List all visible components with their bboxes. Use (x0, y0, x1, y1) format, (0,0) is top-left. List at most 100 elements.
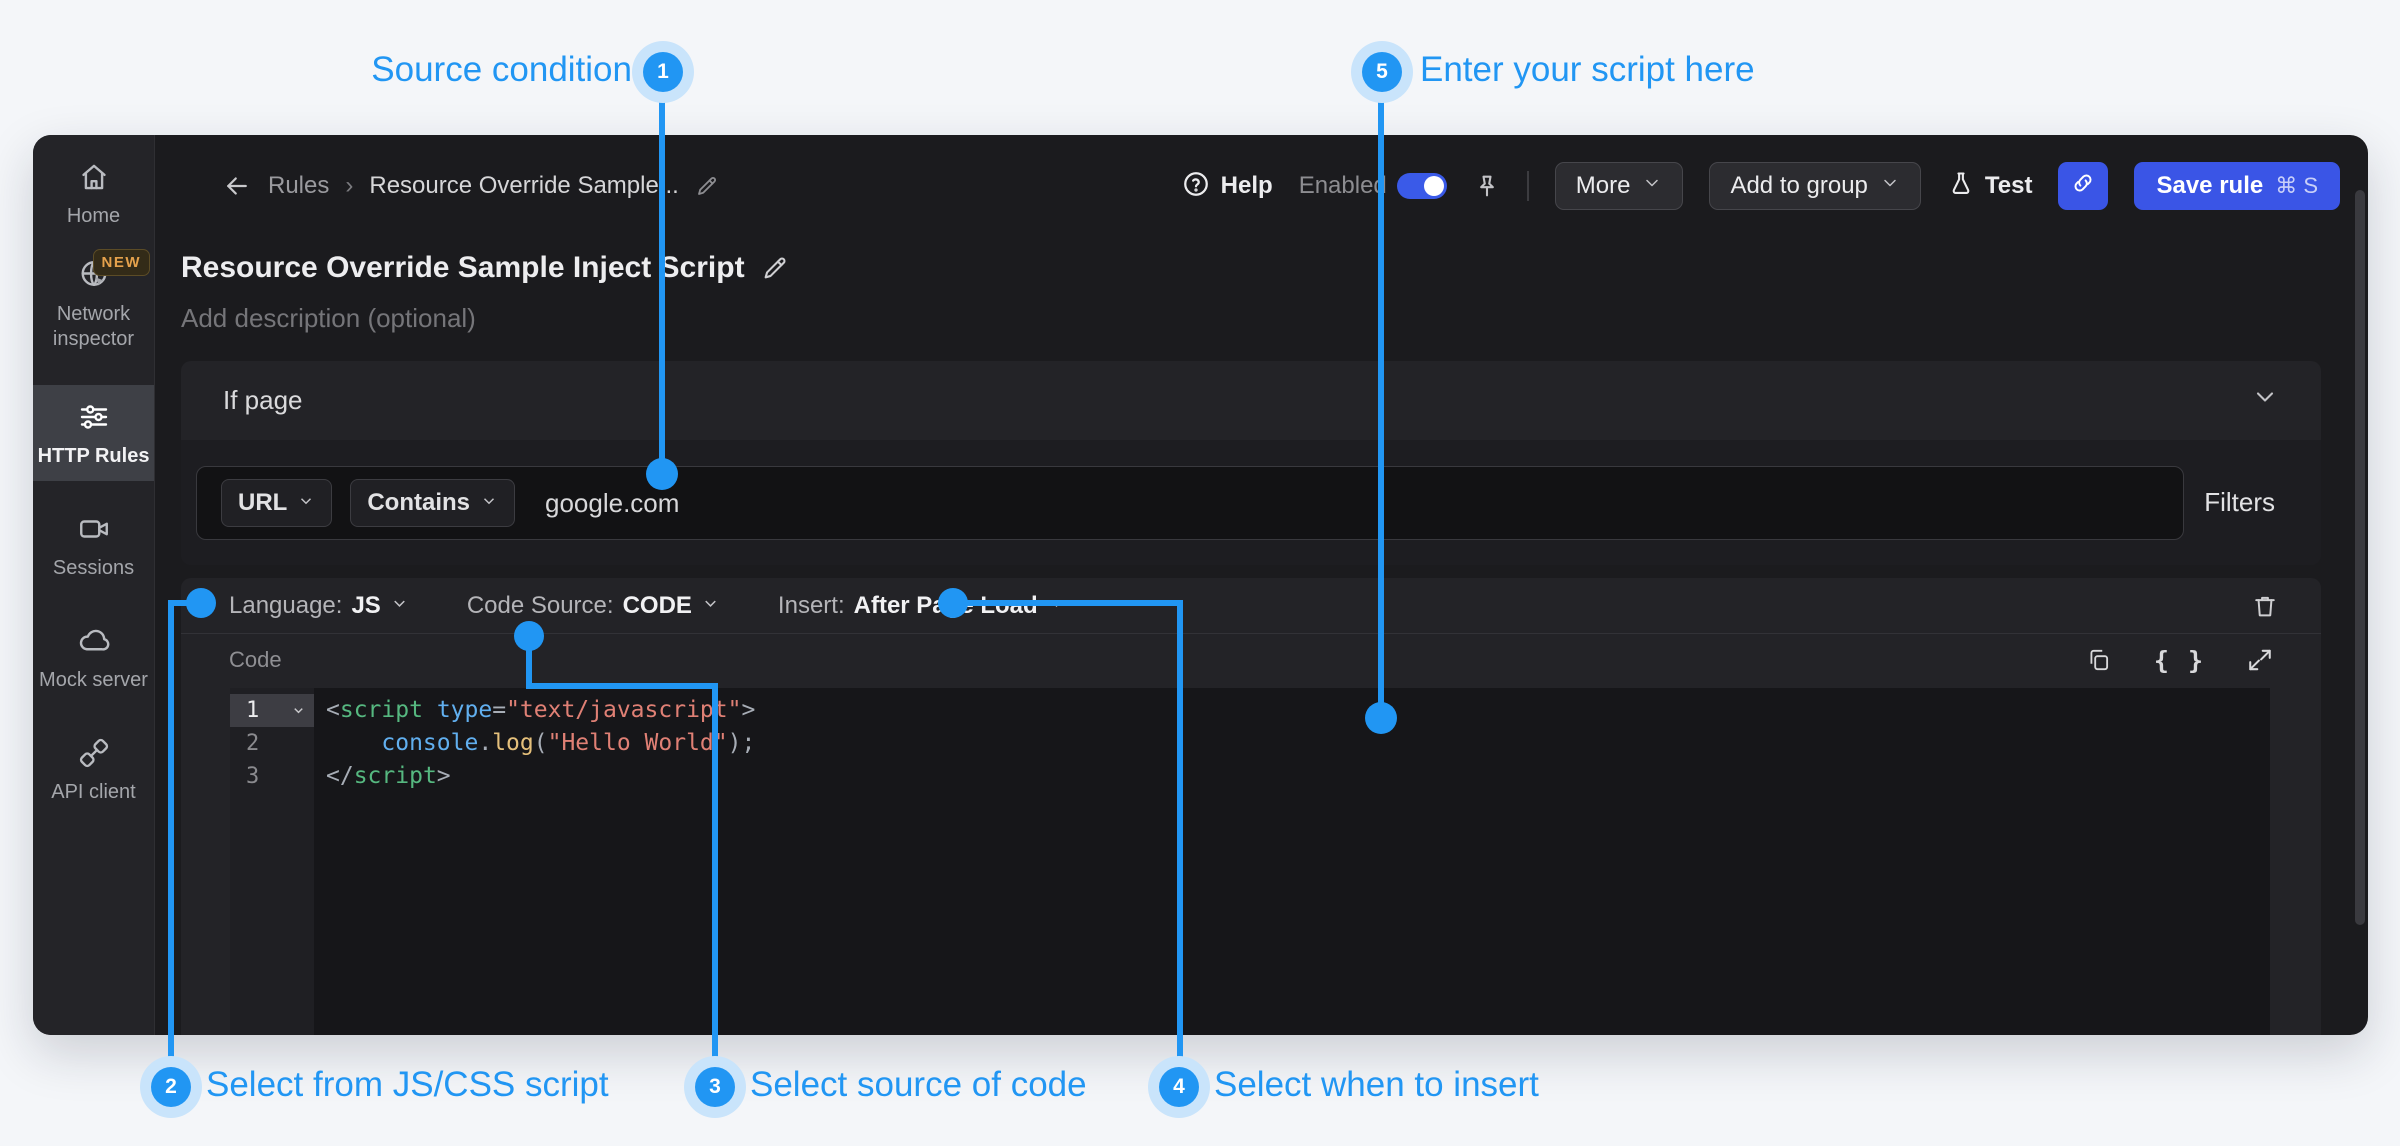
gutter-line-number: 1 (230, 694, 314, 727)
pin-button[interactable] (1473, 172, 1501, 200)
mock-server-icon (33, 623, 154, 659)
save-rule-button[interactable]: Save rule ⌘ S (2134, 162, 2340, 210)
source-condition-title: If page (223, 385, 303, 415)
app-window: Home NEW Network inspector HTTP Rules (33, 135, 2368, 1035)
expand-editor-button[interactable] (2247, 647, 2273, 673)
delete-script-button[interactable] (2251, 578, 2279, 634)
expand-icon (2249, 649, 2271, 671)
source-condition-panel: If page URL Contains google.com (181, 361, 2321, 565)
insert-timing-dropdown[interactable]: Insert: After Page Load (778, 592, 1066, 620)
breadcrumb: Rules › Resource Override Sample... (222, 171, 719, 201)
save-shortcut: ⌘ S (2275, 173, 2318, 198)
new-badge: NEW (92, 249, 150, 276)
format-code-button[interactable]: { } (2153, 645, 2205, 675)
code-header-row: Code { } (181, 634, 2321, 686)
chevron-down-icon (701, 592, 720, 620)
sidebar-item-label: Home (66, 205, 121, 227)
filters-button[interactable]: Filters (2204, 487, 2275, 517)
toggle-knob (1423, 176, 1444, 196)
sidebar-item-home[interactable]: Home (33, 159, 154, 229)
sidebar-item-api-client[interactable]: API client (33, 735, 154, 805)
source-url-input[interactable]: google.com (545, 487, 680, 518)
source-condition-header[interactable]: If page (181, 361, 2321, 440)
annotation-label-2: Select from JS/CSS script (206, 1065, 609, 1104)
share-rule-button[interactable] (2058, 162, 2109, 210)
sidebar-item-mock-server[interactable]: Mock server (33, 623, 154, 693)
page-title: Resource Override Sample Inject Script (181, 251, 745, 284)
edit-title-pencil-icon[interactable] (761, 254, 789, 282)
code-label: Code (229, 647, 282, 672)
sidebar-item-label: Sessions (52, 557, 135, 579)
sidebar-item-label: HTTP Rules (37, 445, 150, 467)
annotation-badge-4: 4 (1159, 1067, 1199, 1107)
copy-code-button[interactable] (2086, 647, 2112, 673)
source-condition-row: URL Contains google.com (196, 466, 2184, 540)
rule-description-input[interactable]: Add description (optional) (181, 303, 476, 333)
breadcrumb-current: Resource Override Sample... (369, 172, 679, 199)
enabled-toggle-group: Enabled (1299, 172, 1447, 200)
chevron-down-icon (1642, 172, 1662, 200)
help-button[interactable]: Help (1181, 169, 1273, 204)
back-button[interactable] (222, 171, 252, 201)
code-source-dropdown[interactable]: Code Source: CODE (467, 592, 720, 620)
gutter-line-number: 2 (246, 731, 260, 756)
sidebar-item-network-inspector[interactable]: NEW Network inspector (33, 249, 154, 352)
code-editor[interactable]: 1 2 3 <script type="text/javascript"> cons… (230, 688, 2270, 1035)
rule-title-row: Resource Override Sample Inject Script (181, 251, 789, 285)
http-rules-icon (33, 399, 154, 435)
trash-icon (2255, 596, 2275, 617)
breadcrumb-rules-link[interactable]: Rules (268, 172, 330, 199)
topbar-actions: Help Enabled More Add to group (1181, 162, 2340, 210)
code-actions: { } (2086, 646, 2273, 675)
annotation-label-1: Source condition (371, 50, 632, 89)
more-button[interactable]: More (1554, 162, 1684, 210)
enabled-label: Enabled (1298, 172, 1387, 199)
test-rule-button[interactable]: Test (1947, 170, 2032, 203)
help-icon (1181, 169, 1211, 204)
breadcrumb-separator: › (345, 172, 354, 199)
collapse-chevron-icon[interactable] (2251, 383, 2279, 418)
sidebar-item-label: API client (51, 781, 136, 803)
copy-icon (2090, 649, 2108, 671)
home-icon (33, 159, 154, 195)
chevron-down-icon (480, 489, 498, 517)
code-line: </script> (326, 763, 451, 789)
language-dropdown[interactable]: Language: JS (229, 592, 409, 620)
sessions-icon (33, 511, 154, 547)
add-to-group-button[interactable]: Add to group (1709, 162, 1921, 210)
topbar-divider (1526, 171, 1529, 201)
source-condition-body: URL Contains google.com Filters (181, 440, 2321, 565)
chevron-down-icon (297, 489, 315, 517)
vertical-scrollbar[interactable] (2355, 190, 2365, 925)
chevron-down-icon (1047, 592, 1066, 620)
api-client-icon (33, 735, 154, 771)
rule-editor-topbar: Rules › Resource Override Sample... Help… (188, 157, 2340, 215)
gutter-line-number: 3 (246, 764, 260, 789)
sidebar-item-label: Network inspector (52, 303, 135, 350)
script-toolbar: Language: JS Code Source: CODE Insert: A… (181, 578, 2321, 634)
primary-sidebar: Home NEW Network inspector HTTP Rules (33, 135, 155, 1035)
annotation-badge-2: 2 (151, 1067, 191, 1107)
code-line: console.log("Hello World"); (381, 730, 756, 756)
sidebar-item-label: Mock server (39, 669, 148, 691)
flask-icon (1947, 170, 1975, 203)
chevron-down-icon (1880, 172, 1900, 200)
fold-chevron-icon[interactable] (291, 703, 306, 718)
sidebar-item-sessions[interactable]: Sessions (33, 511, 154, 581)
link-icon (2070, 170, 2096, 203)
rename-rule-pencil-icon[interactable] (695, 174, 719, 198)
rule-enabled-toggle[interactable] (1396, 173, 1447, 199)
annotation-label-4: Select when to insert (1214, 1065, 1539, 1104)
annotation-label-3: Select source of code (750, 1065, 1087, 1104)
annotation-badge-1: 1 (643, 52, 683, 92)
chevron-down-icon (390, 592, 409, 620)
source-key-dropdown[interactable]: URL (221, 479, 333, 527)
annotation-badge-3: 3 (695, 1067, 735, 1107)
sidebar-item-http-rules[interactable]: HTTP Rules (33, 385, 154, 481)
code-content: <script type="text/javascript"> console.… (314, 688, 2270, 1035)
script-editor-panel: Language: JS Code Source: CODE Insert: A… (181, 578, 2321, 1035)
source-operator-dropdown[interactable]: Contains (350, 479, 515, 527)
code-gutter: 1 2 3 (230, 688, 314, 1035)
annotation-label-5: Enter your script here (1420, 50, 1755, 89)
